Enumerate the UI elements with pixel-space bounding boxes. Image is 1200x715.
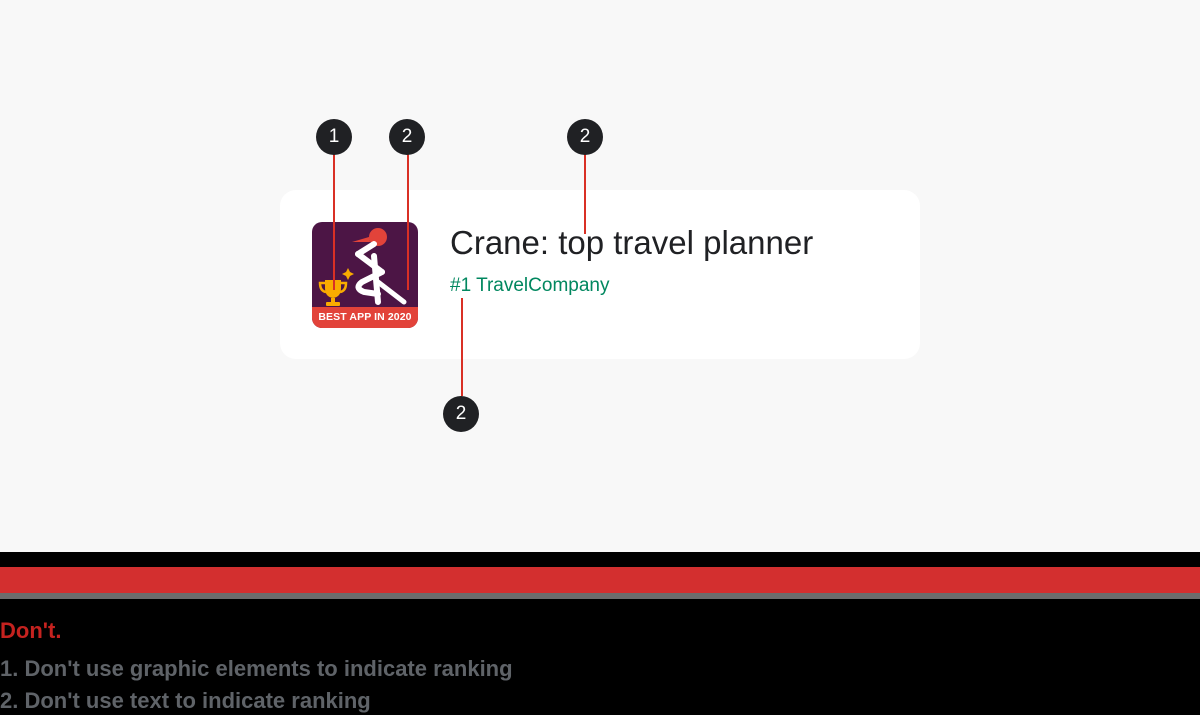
guidance-item: 1. Don't use graphic elements to indicat… <box>0 656 513 681</box>
callout-marker-2: 2 <box>567 119 603 155</box>
callout-line-2a <box>407 154 409 290</box>
dont-label: Don't. <box>0 618 62 643</box>
callout-marker-2: 2 <box>389 119 425 155</box>
guidance-item: 2. Don't use text to indicate ranking <box>0 688 371 713</box>
crane-logo-icon <box>335 228 407 305</box>
callout-line-2c <box>461 298 463 396</box>
callout-marker-2: 2 <box>443 396 479 432</box>
crane-app-icon[interactable]: BEST APP IN 2020 <box>312 222 418 328</box>
callout-line-2b <box>584 154 586 234</box>
divider <box>0 593 1200 599</box>
callout-marker-1: 1 <box>316 119 352 155</box>
developer-name[interactable]: #1 TravelCompany <box>450 275 610 296</box>
app-title: Crane: top travel planner <box>450 224 814 261</box>
callout-line-1 <box>333 154 335 290</box>
dont-indicator-bar <box>0 567 1200 593</box>
best-app-badge: BEST APP IN 2020 <box>312 307 418 328</box>
